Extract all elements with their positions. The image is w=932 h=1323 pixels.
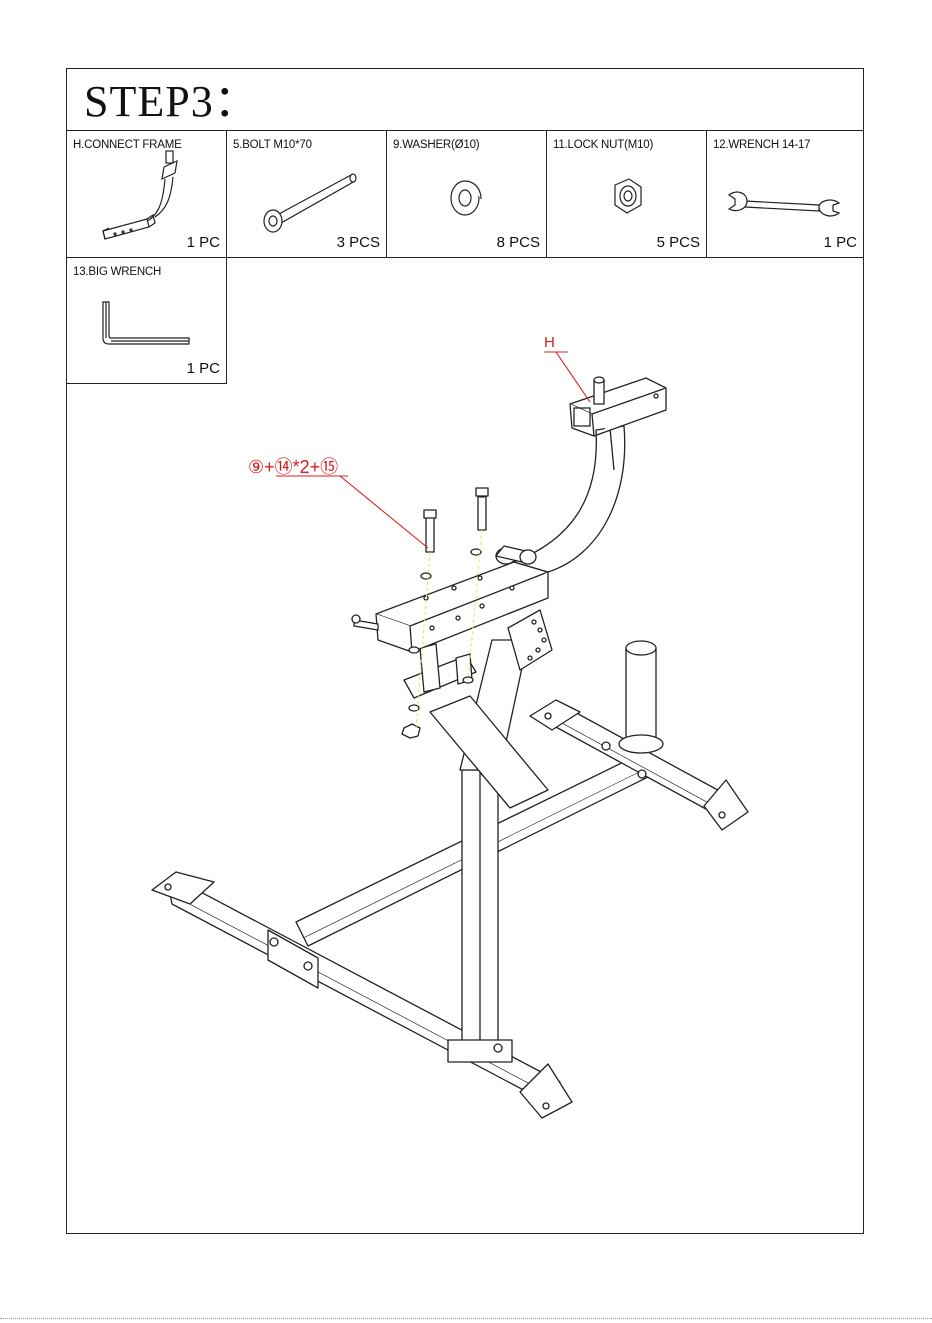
frame-callout-label: H	[544, 334, 555, 351]
page-bottom-edge	[0, 1318, 932, 1319]
bolt-left	[426, 514, 434, 552]
weight-post	[626, 648, 656, 744]
hardware-callout-label: ⑨+⑭*2+⑮	[248, 453, 338, 479]
bolt-right	[478, 494, 486, 530]
